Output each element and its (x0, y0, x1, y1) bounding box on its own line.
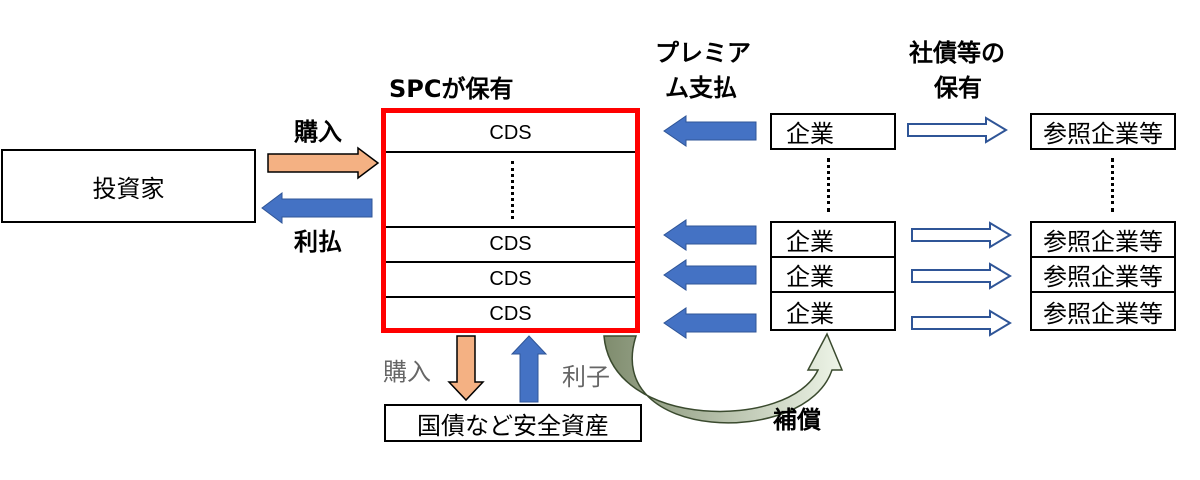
reference-label-2: 参照企業等 (1043, 228, 1163, 256)
company-label-1: 企業 (786, 120, 834, 148)
cds-cell-2: CDS (386, 228, 635, 261)
investor-box: 投資家 (1, 149, 256, 223)
safe-asset-buy-arrow (447, 335, 485, 402)
bond-arrow-1 (907, 116, 1008, 144)
premium-arrow-4 (663, 307, 757, 339)
reference-box-3: 参照企業等 (1030, 256, 1176, 293)
bonds-label-line1: 社債等の (909, 39, 1005, 67)
interest-payment-arrow (261, 192, 373, 224)
reference-label-1: 参照企業等 (1043, 120, 1163, 148)
investor-label: 投資家 (92, 174, 165, 203)
safe-assets-box: 国債など安全資産 (384, 404, 642, 442)
bond-arrow-4 (911, 309, 1012, 337)
cds-label-2: CDS (489, 233, 532, 255)
company-label-3: 企業 (786, 263, 834, 291)
cds-label-3: CDS (489, 268, 532, 290)
premium-arrow-3 (663, 259, 757, 291)
reference-label-4: 参照企業等 (1043, 299, 1163, 328)
reference-box-2: 参照企業等 (1030, 221, 1176, 258)
bond-arrow-2 (911, 221, 1012, 249)
reference-label-3: 参照企業等 (1043, 263, 1163, 291)
cds-cell-1: CDS (386, 113, 635, 153)
cds-cell-4: CDS (386, 298, 635, 331)
bond-arrow-3 (911, 262, 1012, 290)
premium-arrow-2 (663, 219, 757, 251)
company-box-3: 企業 (770, 256, 896, 293)
safe-asset-interest-arrow (510, 335, 548, 403)
buy-arrow (267, 146, 380, 180)
company-box-2: 企業 (770, 221, 896, 258)
reference-ellipsis-dots (1111, 158, 1114, 212)
compensation-arrow (603, 332, 844, 424)
cds-label-4: CDS (489, 303, 532, 325)
reference-box-4: 参照企業等 (1030, 291, 1176, 331)
buy-label: 購入 (294, 118, 342, 146)
separator (386, 261, 635, 263)
bonds-label-line2: 保有 (934, 74, 982, 102)
company-label-2: 企業 (786, 228, 834, 256)
ellipsis-dots (511, 161, 514, 219)
safe-asset-interest-label: 利子 (562, 363, 610, 391)
spc-title: SPCが保有 (389, 75, 514, 103)
company-box-1: 企業 (770, 113, 896, 150)
compensation-label: 補償 (773, 406, 821, 434)
company-label-4: 企業 (786, 299, 834, 328)
reference-box-1: 参照企業等 (1030, 113, 1176, 150)
interest-payment-label: 利払 (294, 228, 342, 256)
premium-label-line2: ム支払 (665, 74, 737, 102)
separator (386, 151, 635, 153)
spc-box: CDS CDS CDS CDS (381, 108, 640, 333)
premium-arrow-1 (663, 115, 757, 147)
premium-label-line1: プレミア (655, 39, 751, 67)
safe-asset-buy-label: 購入 (383, 358, 431, 386)
cds-cell-3: CDS (386, 263, 635, 296)
cds-label-1: CDS (489, 121, 532, 144)
safe-assets-label: 国債など安全資産 (417, 411, 609, 440)
separator (386, 226, 635, 228)
separator (386, 296, 635, 298)
company-box-4: 企業 (770, 291, 896, 331)
company-ellipsis-dots (827, 158, 830, 212)
